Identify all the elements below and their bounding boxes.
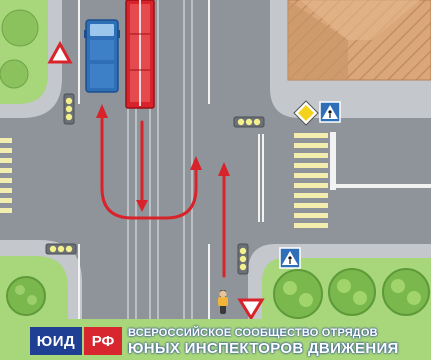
- tree-1: [273, 269, 323, 319]
- traffic-light-top-left: [63, 93, 75, 125]
- traffic-light-left-mid: [45, 243, 77, 255]
- traffic-light-top-center: [233, 116, 265, 128]
- blue-bus: [84, 19, 120, 93]
- brand-title-line2: ЮНЫХ ИНСПЕКТОРОВ ДВИЖЕНИЯ: [128, 340, 399, 357]
- bush: [6, 276, 46, 316]
- crosswalk-left: [0, 138, 12, 213]
- crosswalk-right: [294, 133, 328, 228]
- corner-bottom-left: [0, 240, 82, 319]
- brand-title-line1: ВСЕРОССИЙСКОЕ СООБЩЕСТВО ОТРЯДОВ: [128, 327, 378, 339]
- brand-badge-rf: РФ: [84, 327, 122, 355]
- pedestrian-crossing-sign-icon-bottom: [279, 247, 301, 269]
- brand-footer: ЮИД РФ ВСЕРОССИЙСКОЕ СООБЩЕСТВО ОТРЯДОВ …: [0, 319, 431, 360]
- yield-sign-icon: [47, 40, 73, 64]
- main-road-sign-icon: [293, 100, 319, 126]
- corner-top-left: [0, 0, 62, 118]
- movement-arrows: [100, 108, 226, 278]
- pedestrian-crossing-sign-icon: [319, 101, 341, 123]
- corner-top-right: [270, 0, 431, 118]
- yield-sign-icon-bottom: [237, 298, 265, 321]
- red-tram: [125, 0, 155, 109]
- lane-markings: [78, 0, 431, 319]
- corner-bottom-right: [248, 244, 431, 319]
- arrow-u-turn: [100, 108, 198, 220]
- tree-3: [382, 268, 430, 316]
- tree-2: [328, 268, 376, 316]
- arrow-heads: [96, 104, 230, 212]
- brand-badge-yuid: ЮИД: [30, 327, 82, 355]
- cyclist: [218, 290, 228, 314]
- traffic-light-bottom-center: [237, 243, 249, 275]
